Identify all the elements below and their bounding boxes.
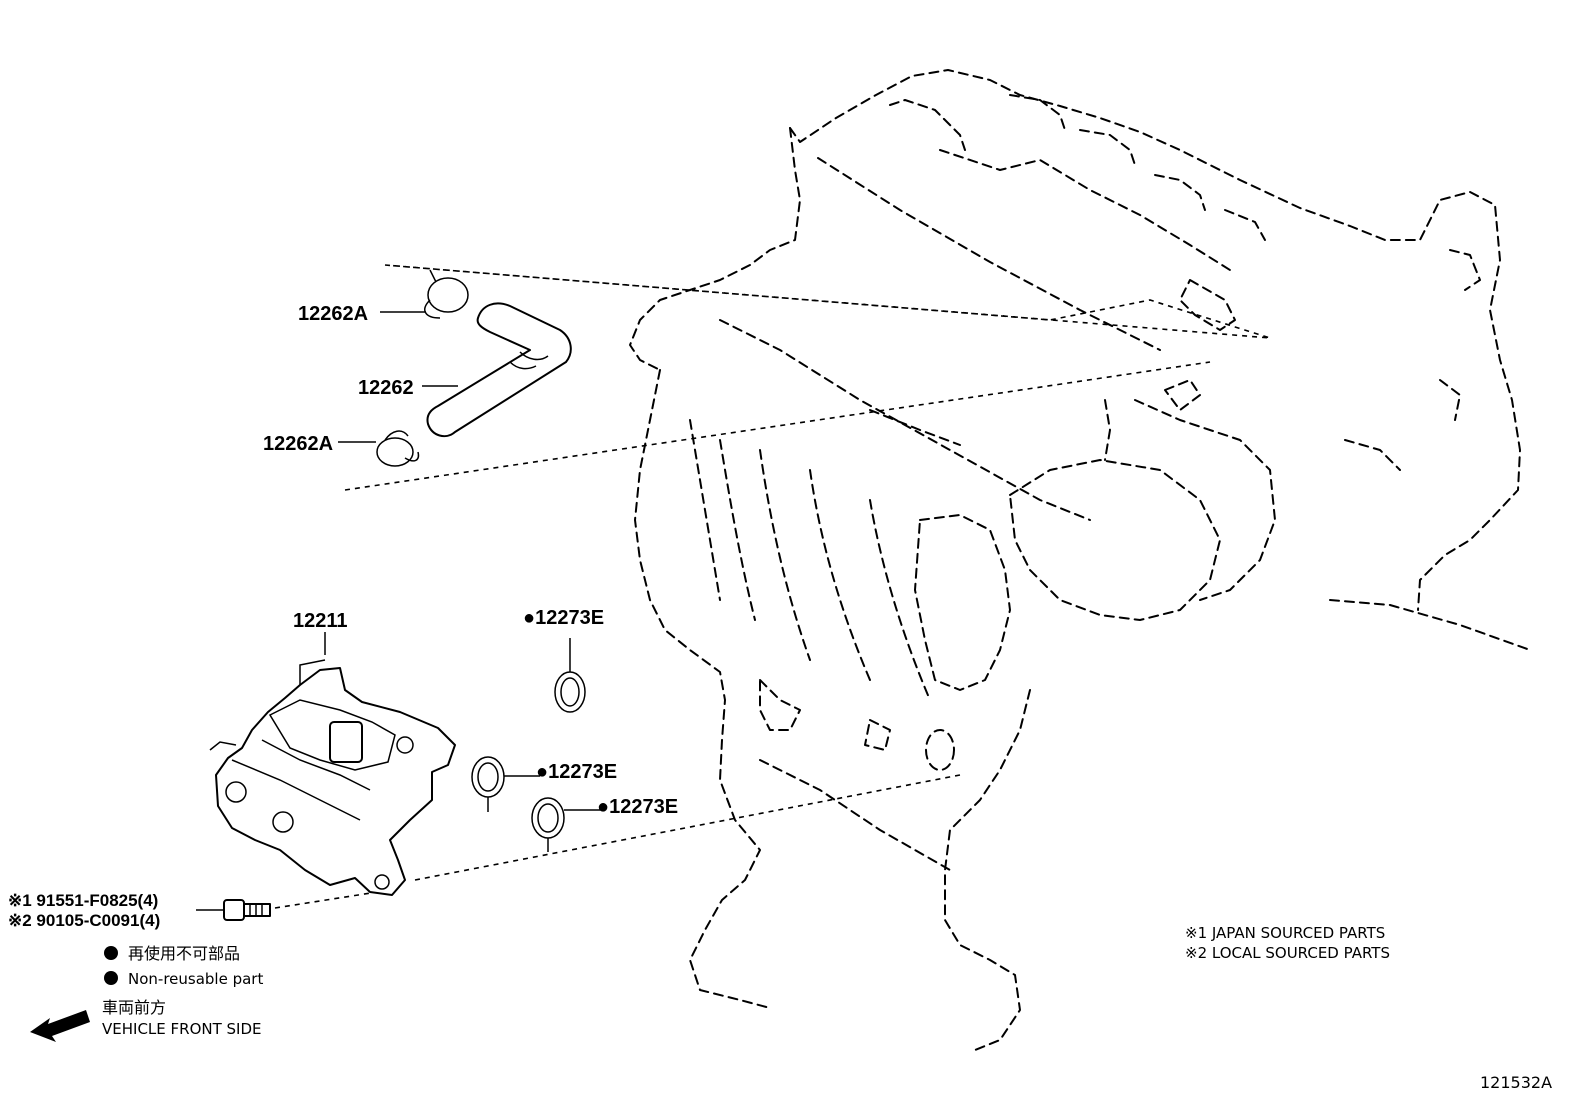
hose-clip-upper-icon <box>380 269 469 319</box>
label-12262a-lower: 12262A <box>263 433 333 455</box>
nonreusable-bullet-icon <box>104 946 118 960</box>
label-12273e-top: ●12273E <box>523 607 604 629</box>
engine-outline <box>629 69 1531 1051</box>
label-12262a-upper: 12262A <box>298 303 368 325</box>
label-12273e-mid: ●12273E <box>536 761 617 783</box>
legend-front-jp: 車両前方 <box>102 998 166 1017</box>
note-japan-sourced: ※1 JAPAN SOURCED PARTS <box>1185 924 1385 942</box>
label-12262: 12262 <box>358 377 414 399</box>
bolt-part-1: ※1 91551-F0825(4) <box>8 891 158 910</box>
oil-separator-icon <box>209 632 456 896</box>
nonreusable-bullet-icon-2 <box>104 971 118 985</box>
hose-icon <box>422 302 572 438</box>
guide-lines <box>274 264 1271 909</box>
legend-nonreusable-jp: 再使用不可部品 <box>128 944 240 963</box>
bolt-icon <box>196 899 271 921</box>
gasket-top-icon <box>554 638 586 713</box>
gasket-low-icon <box>531 797 602 852</box>
gasket-mid-icon <box>471 756 540 812</box>
legend-front-en: VEHICLE FRONT SIDE <box>102 1020 262 1038</box>
hose-clip-lower-icon <box>338 430 420 467</box>
label-12211: 12211 <box>293 610 348 632</box>
bolt-part-2: ※2 90105-C0091(4) <box>8 911 160 930</box>
front-arrow-icon <box>30 1010 90 1042</box>
legend-nonreusable-en: Non-reusable part <box>128 970 263 988</box>
note-local-sourced: ※2 LOCAL SOURCED PARTS <box>1185 944 1390 962</box>
label-12273e-low: ●12273E <box>597 796 678 818</box>
diagram-id: 121532A <box>1480 1073 1552 1092</box>
